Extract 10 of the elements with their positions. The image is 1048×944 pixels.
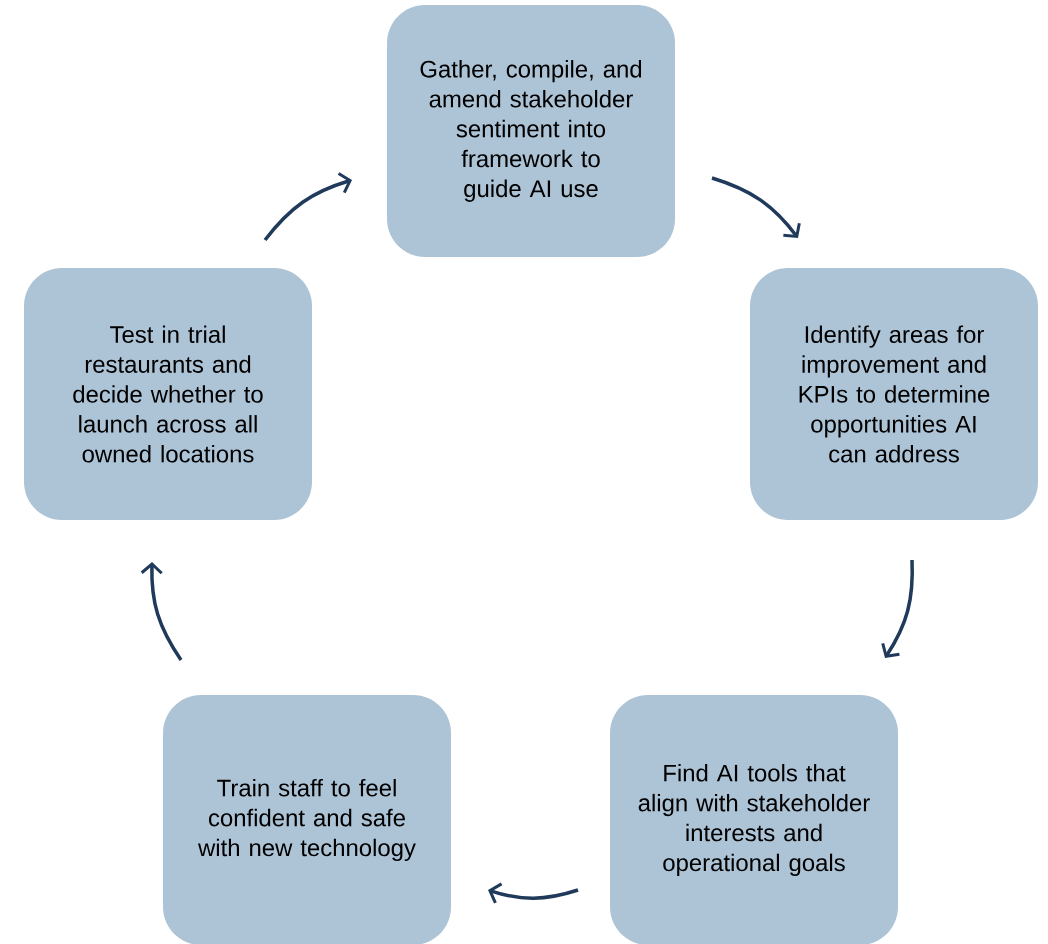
process-box: Train staff to feel confident and safe with new technology [163, 695, 451, 944]
arrow [488, 882, 579, 904]
process-box: Identify areas for improvement and KPIs to determine opportunities AI can address [750, 268, 1038, 520]
arrow [881, 559, 914, 658]
arrow [263, 172, 352, 242]
process-box: Find AI tools that align with stakeholder interests and operational goals [610, 695, 898, 944]
arrow [711, 176, 801, 238]
process-box: Test in trial restaurants and decide whether to launch across all owned locations [24, 268, 312, 520]
arrow [140, 562, 183, 661]
process-box: Gather, compile, and amend stakeholder sentiment into framework to guide AI use [387, 5, 675, 257]
